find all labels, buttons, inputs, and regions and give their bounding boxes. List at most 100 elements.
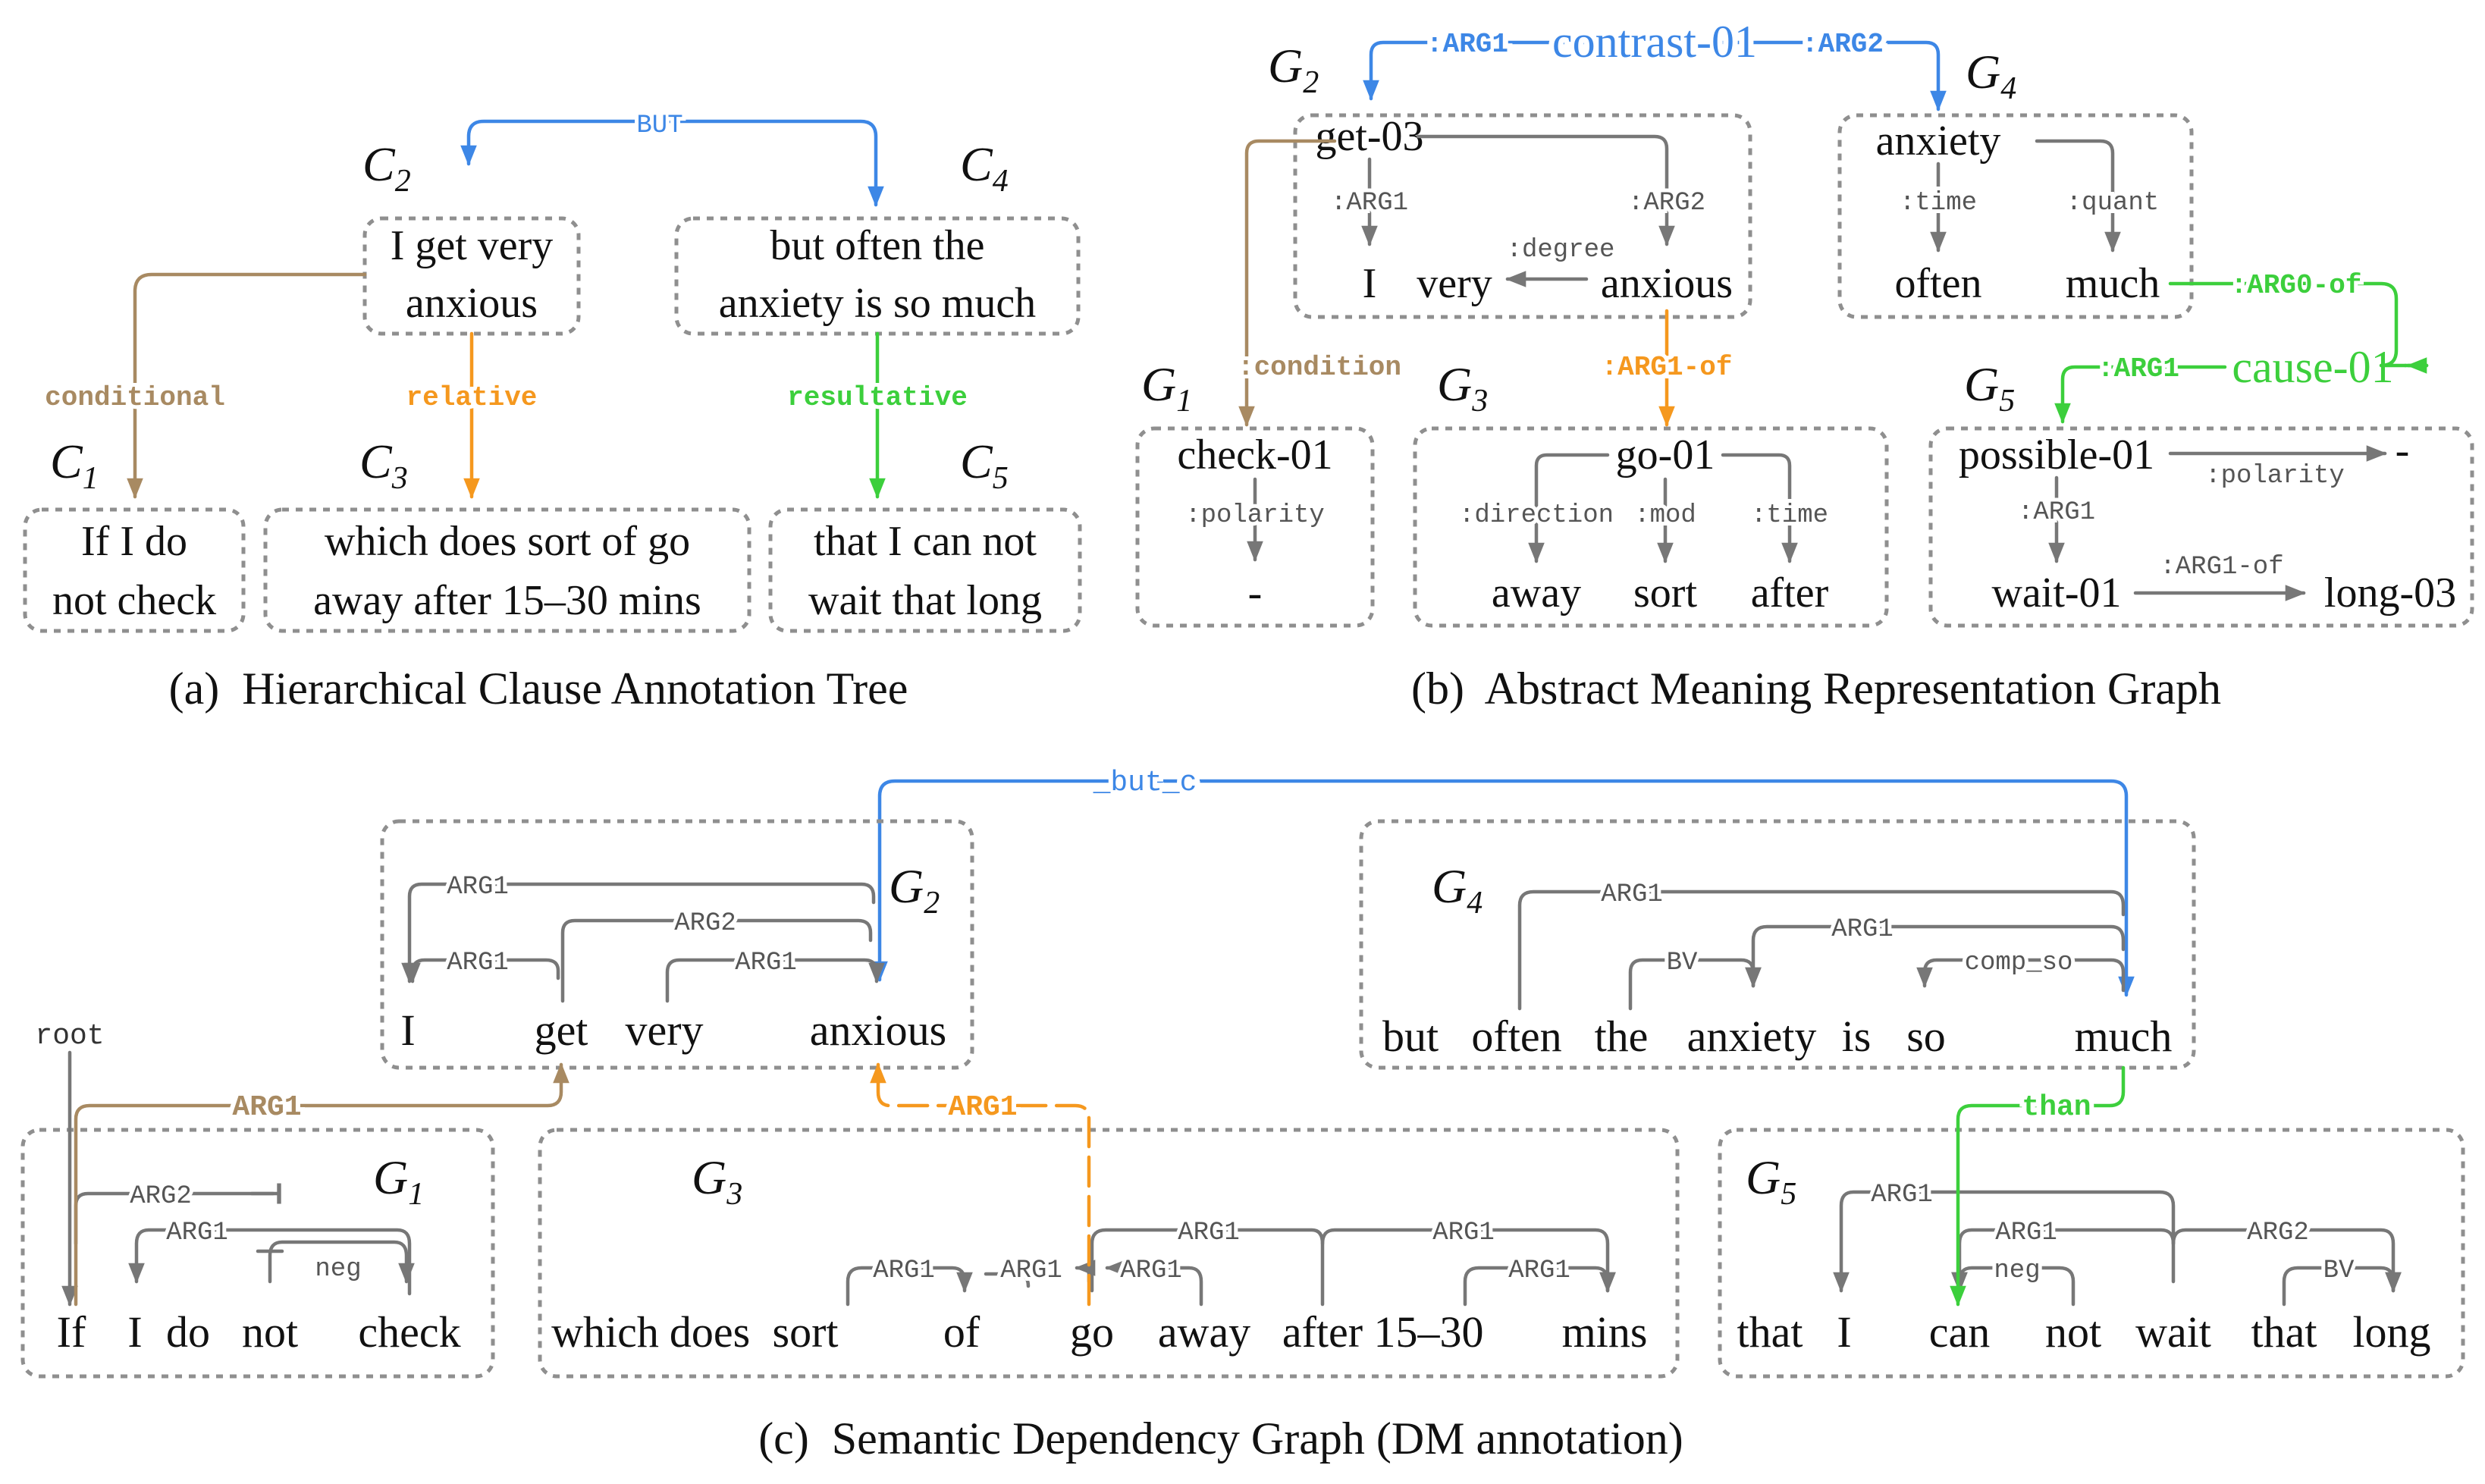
c-g5-w0: that [1737,1307,1803,1357]
b-caption: (b) Abstract Meaning Representation Grap… [1411,664,2221,714]
c-g1-w0: If [57,1307,86,1357]
b-g4-root: anxiety [1876,118,2001,165]
c-g2-w3: anxious [810,1006,946,1055]
b-g4-n1: often [1894,260,1981,307]
b-g4-n2: much [2066,260,2160,307]
b-g3-e1: :direction [1459,501,1614,530]
c-top-label: _but_c [1093,767,1197,799]
b-top-concept: contrast-01 [1552,17,1757,67]
c-g5-w2: can [1929,1307,1991,1357]
c-g4-e1: ARG1 [1831,915,1894,944]
c-g3-w6: after [1282,1307,1363,1357]
b-g5-e2: :ARG1 [2018,498,2095,527]
c-g3-e2: ARG1 [1120,1257,1182,1285]
b-top-arg2: :ARG2 [1802,29,1884,60]
c-g5-w4: wait [2135,1307,2211,1357]
b-box-g5 [1928,426,2474,628]
c-g1-w2: do [166,1307,210,1357]
c-g4-e2: BV [1667,949,1698,977]
c-g3-e0: ARG1 [873,1257,935,1285]
b-cross-arg0of: :ARG0-of [2231,270,2362,301]
c-g3-w7: 15–30 [1374,1307,1484,1357]
b-g2-e1: :ARG1 [1331,189,1408,218]
c-g3-w3: of [943,1307,981,1357]
c-box-g2 [380,819,974,1070]
b-g3-e2: :mod [1634,501,1696,530]
b-box-g3 [1413,426,1889,628]
c-g3-e1: ARG1 [1000,1257,1062,1285]
a-rel-resultative: resultative [787,382,968,413]
c-g3-w1: does [670,1307,750,1357]
c-box-g1 [20,1128,495,1379]
c-g2-w0: I [400,1006,415,1055]
a-rel-conditional: conditional [45,382,225,413]
a-c1-line1: If I do [81,518,187,565]
c-g4-w1: often [1471,1012,1561,1061]
c-g5-w1: I [1837,1307,1851,1357]
c-label-g5: G5 [1746,1150,1796,1212]
b-g3-n2: sort [1633,569,1697,617]
c-caption: (c) Semantic Dependency Graph (DM annota… [758,1413,1683,1464]
c-root-label: root [35,1020,104,1053]
b-g5-n2: wait-01 [1991,569,2121,617]
c-g3-e3: ARG1 [1178,1219,1240,1247]
c-g5-e0: ARG1 [1871,1181,1933,1209]
c-box-g4 [1359,819,2196,1070]
b-label-g1: G1 [1141,357,1192,419]
a-c5-line1: that I can not [814,518,1037,565]
a-c4-line2: anxiety is so much [719,280,1036,327]
c-g5-w3: not [2045,1307,2101,1357]
c-label-g2: G2 [889,859,940,921]
b-label-g2: G2 [1268,39,1319,100]
c-g3-w4: go [1070,1307,1114,1357]
a-box-c5 [768,507,1082,633]
c-g4-w6: much [2075,1012,2173,1061]
c-g2-e0: ARG1 [447,873,509,902]
c-g1-w4: check [358,1307,460,1357]
c-g2-w1: get [535,1006,588,1055]
c-g2-e3: ARG1 [735,949,797,977]
a-label-c2: C2 [362,137,411,199]
panel-a: BUT C2 C4 C1 C3 C5 I get very anxious bu… [23,108,1082,714]
b-g5-root: possible-01 [1959,431,2154,478]
c-g3-w2: sort [773,1307,839,1357]
c-g3-w0: which [551,1307,659,1357]
c-g4-w0: but [1382,1012,1439,1061]
c-g5-w5: that [2251,1307,2317,1357]
b-g2-n3: anxious [1601,260,1733,307]
c-g3-w8: mins [1562,1307,1648,1357]
c-label-g4: G4 [1432,859,1483,921]
b-box-g1 [1135,426,1375,628]
c-g4-w3: anxiety [1687,1012,1817,1061]
b-box-g4 [1837,113,2194,319]
a-c2-line1: I get very [391,222,554,269]
c-label-g3: G3 [692,1150,742,1212]
c-cross-than: than [2022,1091,2091,1124]
c-g5-e4: BV [2323,1257,2355,1285]
c-g3-e4: ARG1 [1432,1219,1495,1247]
a-c4-line1: but often the [770,222,984,269]
c-g4-w2: the [1595,1012,1649,1061]
b-g3-n3: after [1751,569,1829,617]
c-cross-arg1-orange: ARG1 [948,1091,1017,1124]
b-top-arg1: :ARG1 [1426,29,1508,60]
b-box-g2 [1293,113,1752,319]
c-g4-w4: is [1842,1012,1872,1061]
a-c5-line2: wait that long [808,577,1042,624]
b-g5-e1: :polarity [2205,462,2345,491]
a-caption: (a) Hierarchical Clause Annotation Tree [169,664,908,714]
b-g1-n1: - [1248,569,1263,617]
a-c1-line2: not check [52,577,216,624]
c-box-g5 [1718,1128,2465,1379]
c-g5-e2: ARG2 [2247,1219,2309,1247]
a-label-c5: C5 [960,435,1009,496]
a-box-c3 [263,507,751,633]
c-g1-e0: ARG2 [130,1182,192,1211]
a-label-c1: C1 [50,435,99,496]
b-g5-n1: - [2396,427,2410,474]
a-c3-line2: away after 15–30 mins [313,577,701,624]
c-g3-w5: away [1158,1307,1250,1357]
b-g2-root: get-03 [1315,113,1423,160]
c-g3-e5: ARG1 [1508,1257,1570,1285]
c-g1-w3: not [242,1307,298,1357]
